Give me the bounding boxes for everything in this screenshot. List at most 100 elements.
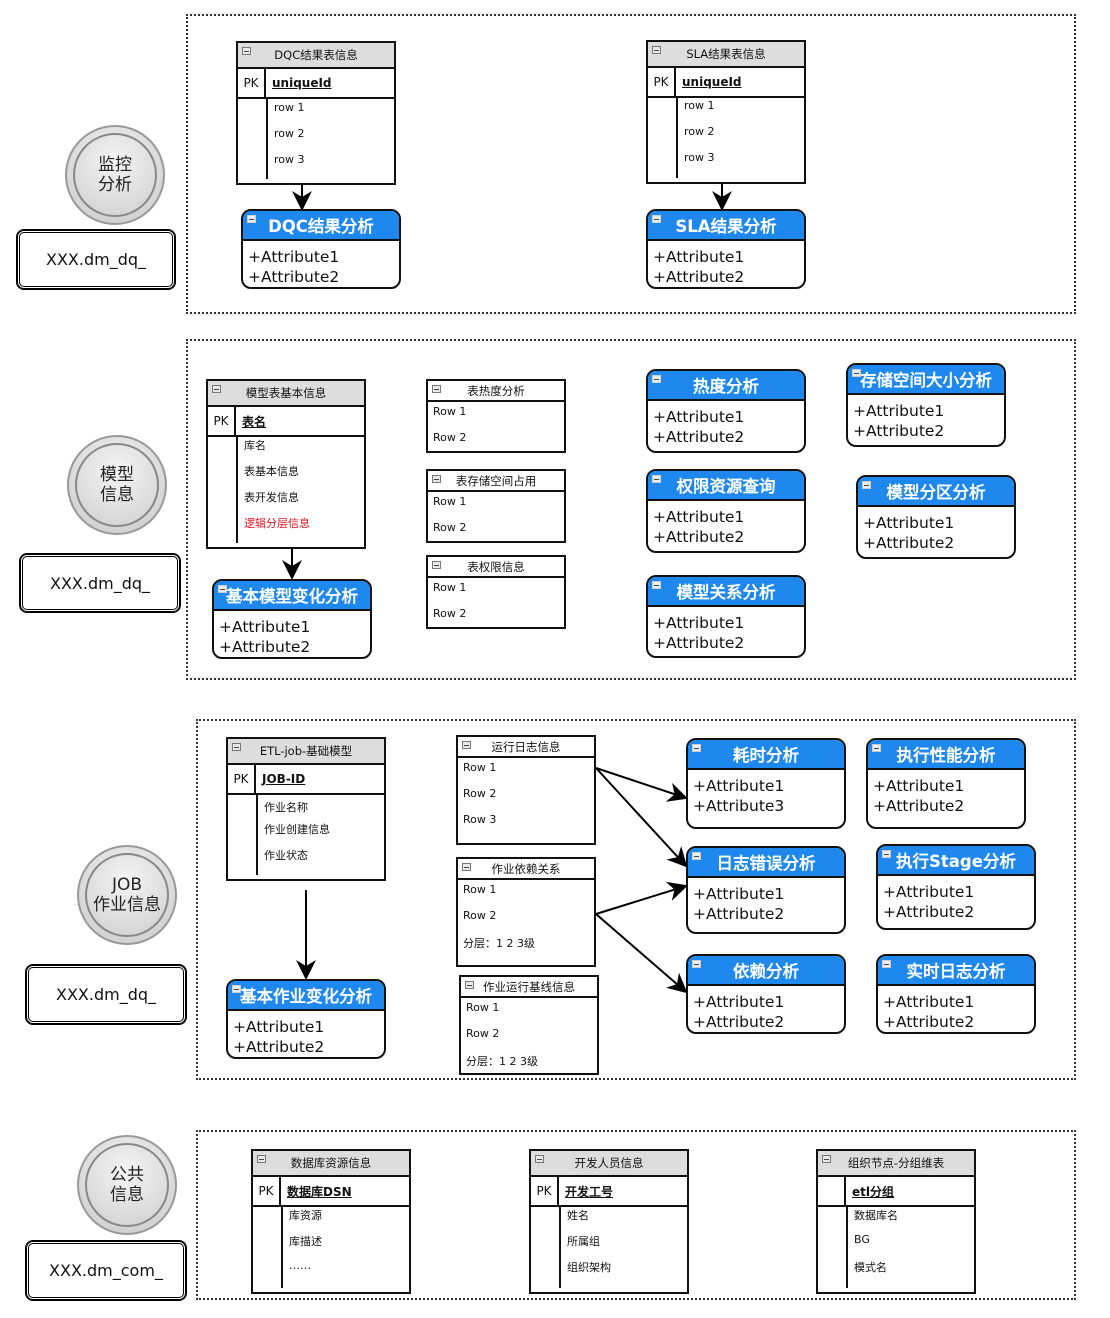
analysis-class[interactable]: 实时日志分析+Attribute1+Attribute2	[876, 954, 1036, 1034]
category-circle[interactable]: 监控 分析	[65, 125, 165, 225]
collapse-icon[interactable]	[232, 743, 241, 751]
table-row: Row 2	[433, 521, 467, 534]
class-header: 实时日志分析	[878, 956, 1034, 986]
class-attribute: +Attribute1	[653, 508, 745, 526]
collapse-icon[interactable]	[247, 215, 256, 223]
table-body: 姓名所属组组织架构	[531, 1207, 687, 1288]
analysis-class[interactable]: 权限资源查询+Attribute1+Attribute2	[646, 469, 806, 553]
schema-label[interactable]: XXX.dm_com_	[25, 1240, 187, 1301]
schema-label[interactable]: XXX.dm_dq_	[16, 229, 176, 290]
collapse-icon[interactable]	[462, 741, 471, 749]
class-title: 权限资源查询	[676, 477, 776, 496]
collapse-icon[interactable]	[462, 863, 471, 871]
collapse-icon[interactable]	[432, 385, 441, 393]
collapse-icon[interactable]	[432, 475, 441, 483]
collapse-icon[interactable]	[257, 1155, 266, 1163]
table-row: Row 1	[433, 405, 467, 418]
table-row: Row 1	[463, 883, 497, 896]
analysis-class[interactable]: 热度分析+Attribute1+Attribute2	[646, 369, 806, 453]
analysis-class[interactable]: 模型分区分析+Attribute1+Attribute2	[856, 475, 1016, 559]
class-title: 依赖分析	[733, 962, 799, 981]
category-circle[interactable]: 模型 信息	[67, 435, 167, 535]
collapse-icon[interactable]	[862, 481, 871, 489]
collapse-icon[interactable]	[692, 960, 701, 968]
class-header: SLA结果分析	[648, 211, 804, 241]
analysis-class[interactable]: 存储空间大小分析+Attribute1+Attribute2	[846, 363, 1006, 447]
table-header: 表热度分析	[428, 381, 564, 402]
collapse-icon[interactable]	[652, 581, 661, 589]
table-title: ETL-job-基础模型	[259, 744, 353, 758]
analysis-class[interactable]: DQC结果分析+Attribute1+Attribute2	[241, 209, 401, 289]
collapse-icon[interactable]	[872, 744, 881, 752]
class-title: 日志错误分析	[716, 854, 816, 873]
collapse-icon[interactable]	[822, 1155, 831, 1163]
pk-field: uniqueId	[272, 76, 332, 90]
class-header: 耗时分析	[688, 740, 844, 770]
analysis-class[interactable]: SLA结果分析+Attribute1+Attribute2	[646, 209, 806, 289]
class-attributes: +Attribute1+Attribute2	[688, 878, 844, 924]
class-attribute: +Attribute2	[248, 268, 340, 286]
pk-field: 数据库DSN	[287, 1184, 352, 1199]
analysis-class[interactable]: 基本模型变化分析+Attribute1+Attribute2	[212, 579, 372, 659]
collapse-icon[interactable]	[882, 960, 891, 968]
class-attribute: +Attribute1	[883, 883, 975, 901]
category-circle[interactable]: JOB 作业信息	[77, 845, 177, 945]
analysis-class[interactable]: 耗时分析+Attribute1+Attribute3	[686, 738, 846, 829]
table-header: 作业依赖关系	[458, 859, 594, 880]
analysis-class[interactable]: 执行性能分析+Attribute1+Attribute2	[866, 738, 1026, 829]
collapse-icon[interactable]	[465, 981, 474, 989]
category-circle[interactable]: 公共 信息	[77, 1135, 177, 1235]
collapse-icon[interactable]	[882, 850, 891, 858]
pk-field: 表名	[242, 414, 267, 429]
schema-label[interactable]: XXX.dm_dq_	[25, 964, 187, 1025]
collapse-icon[interactable]	[652, 215, 661, 223]
table-header: 模型表基本信息	[208, 381, 364, 407]
collapse-icon[interactable]	[232, 985, 241, 993]
schema-label[interactable]: XXX.dm_dq_	[19, 553, 181, 613]
section-1	[186, 339, 1076, 680]
table-header: 开发人员信息	[531, 1151, 687, 1177]
table-row: Row 2	[463, 787, 497, 800]
table-row: 所属组	[567, 1235, 600, 1248]
collapse-icon[interactable]	[692, 744, 701, 752]
collapse-icon[interactable]	[692, 852, 701, 860]
analysis-class[interactable]: 模型关系分析+Attribute1+Attribute2	[646, 575, 806, 658]
collapse-icon[interactable]	[652, 475, 661, 483]
table-row: BG	[854, 1233, 870, 1246]
collapse-icon[interactable]	[212, 385, 221, 393]
analysis-class[interactable]: 日志错误分析 +Attribute1+Attribute2	[686, 846, 846, 934]
collapse-icon[interactable]	[852, 369, 861, 377]
table-row: ……	[289, 1259, 311, 1272]
column-divider	[256, 795, 258, 875]
analysis-class[interactable]: 执行Stage分析+Attribute1+Attribute2	[876, 844, 1036, 930]
class-attribute: +Attribute2	[233, 1038, 325, 1056]
table-row: 分层：1 2 3级	[466, 1055, 538, 1068]
collapse-icon[interactable]	[242, 47, 251, 55]
collapse-icon[interactable]	[652, 375, 661, 383]
analysis-class[interactable]: 基本作业变化分析+Attribute1+Attribute2	[226, 979, 386, 1059]
collapse-icon[interactable]	[652, 46, 661, 54]
class-header: 模型分区分析	[858, 477, 1014, 507]
table-header: 组织节点-分组维表	[818, 1151, 974, 1177]
pk-label: PK	[648, 68, 676, 96]
collapse-icon[interactable]	[218, 585, 227, 593]
class-title: 存储空间大小分析	[860, 371, 992, 390]
collapse-icon[interactable]	[432, 561, 441, 569]
analysis-class[interactable]: 依赖分析+Attribute1+Attribute2	[686, 954, 846, 1034]
collapse-icon[interactable]	[535, 1155, 544, 1163]
pk-label: PK	[531, 1177, 559, 1205]
table-title: SLA结果表信息	[686, 47, 766, 61]
